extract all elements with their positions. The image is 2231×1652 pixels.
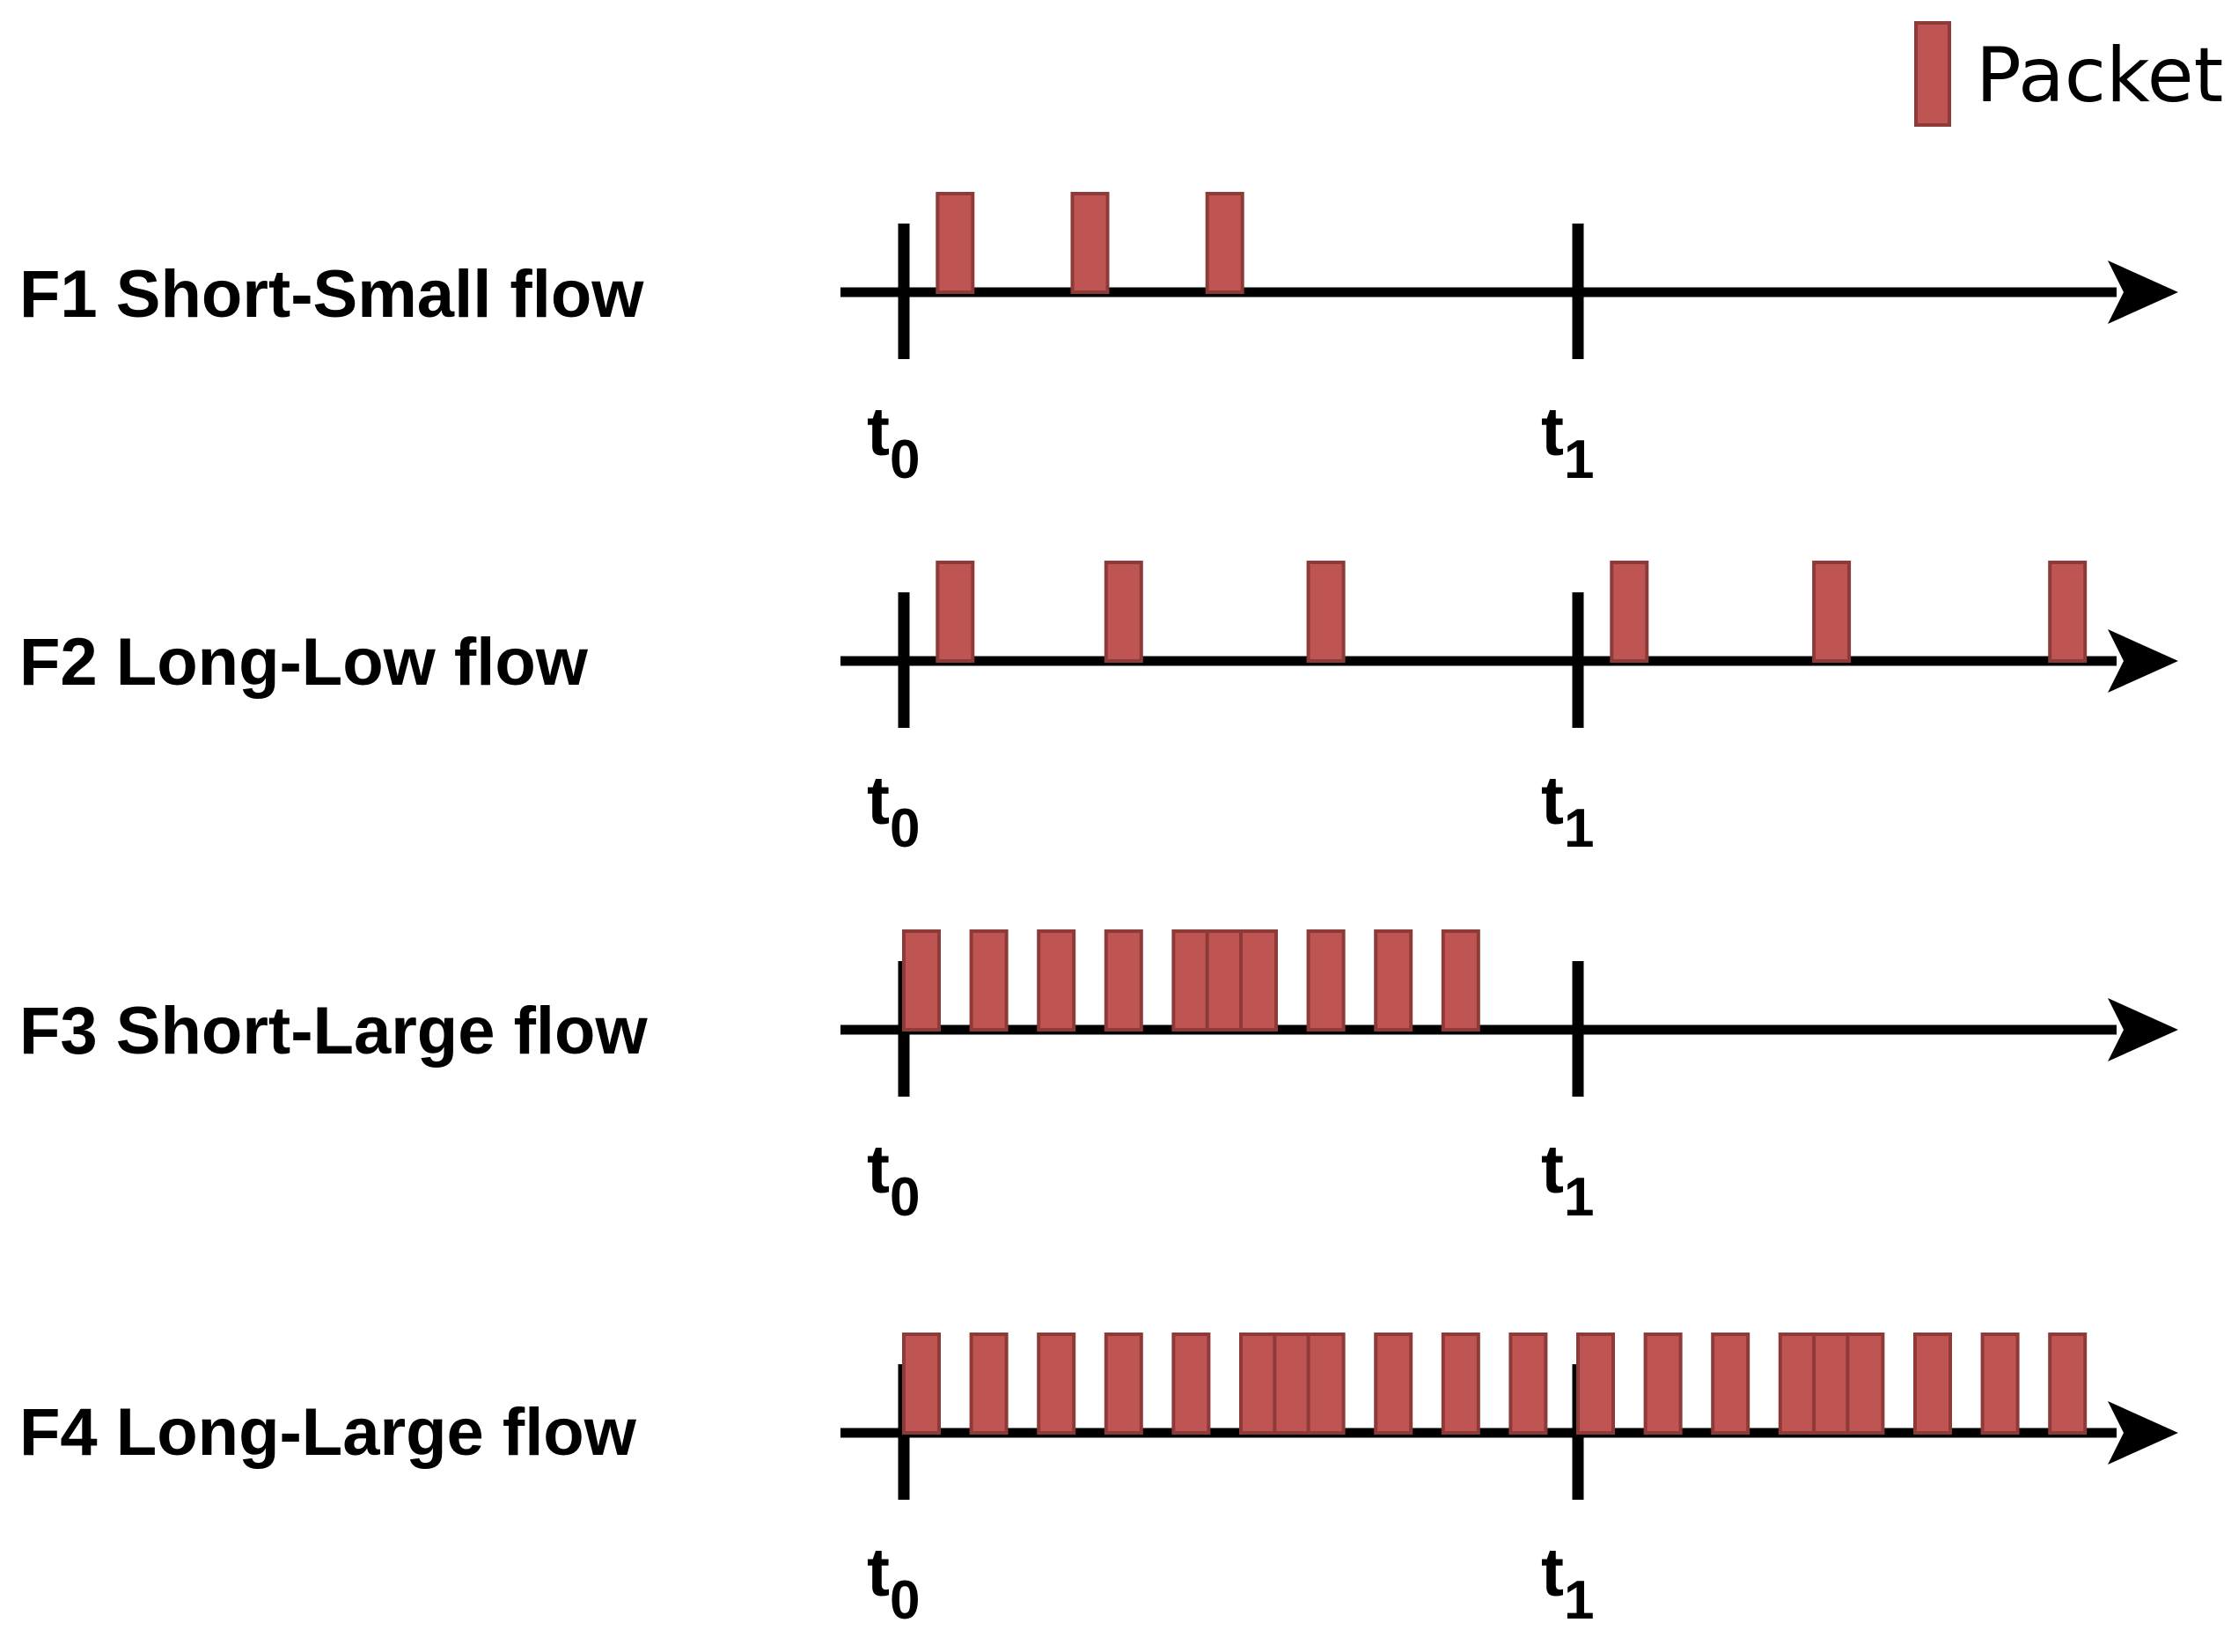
- packet-block: [1171, 929, 1211, 1032]
- packet-block: [969, 1333, 1009, 1435]
- time-tick-label: t0: [867, 393, 920, 490]
- packet-block: [969, 929, 1009, 1032]
- packet-block: [1239, 929, 1278, 1032]
- packet-block: [1171, 1333, 1211, 1435]
- flow-label: F2 Long-Low flow: [19, 625, 589, 700]
- packet-block: [1104, 561, 1143, 663]
- packet-block: [1070, 192, 1110, 294]
- time-axis-arrow: [2108, 998, 2178, 1061]
- packet-block: [2048, 1333, 2088, 1435]
- flow-timeline: t0 t1: [840, 561, 2178, 859]
- packet-block: [1205, 929, 1244, 1032]
- packet-block: [1374, 1333, 1413, 1435]
- time-tick-label: t1: [1541, 1130, 1594, 1228]
- packet-block: [936, 561, 975, 663]
- flow-label: F1 Short-Small flow: [19, 257, 644, 332]
- legend-packet-swatch: [1914, 21, 1951, 127]
- flow-timeline: t0 t1: [840, 929, 2178, 1228]
- packet-block: [1374, 929, 1413, 1032]
- packet-block: [936, 192, 975, 294]
- packet-block: [1273, 1333, 1312, 1435]
- time-tick-label: t0: [867, 761, 920, 859]
- flow-timeline: t0 t1: [840, 192, 2178, 490]
- flow-row-f4: F4 Long-Large flow t0 t1: [19, 1333, 2178, 1631]
- packet-block: [1205, 192, 1244, 294]
- packet-block: [1441, 929, 1480, 1032]
- packet-block: [1104, 929, 1143, 1032]
- time-axis-arrow: [2108, 629, 2178, 693]
- time-tick-label: t0: [867, 1130, 920, 1228]
- packet-block: [1239, 1333, 1278, 1435]
- packet-block: [1812, 561, 1852, 663]
- flow-row-f3: F3 Short-Large flow t0 t1: [19, 929, 2178, 1228]
- flow-label: F4 Long-Large flow: [19, 1395, 637, 1470]
- packet-block: [2048, 561, 2088, 663]
- packet-block: [1980, 1333, 2020, 1435]
- packet-block: [1643, 1333, 1683, 1435]
- packet-block: [1846, 1333, 1885, 1435]
- packet-block: [1610, 561, 1649, 663]
- packet-block: [1576, 1333, 1615, 1435]
- time-tick-label: t1: [1541, 761, 1594, 859]
- flow-row-f2: F2 Long-Low flow t0 t1: [19, 561, 2178, 859]
- packet-block: [1778, 1333, 1817, 1435]
- packet-block: [1037, 1333, 1076, 1435]
- flow-timeline: t0 t1: [840, 1333, 2178, 1631]
- packet-block: [902, 1333, 941, 1435]
- packet-block: [902, 929, 941, 1032]
- legend: Packet: [1914, 21, 2223, 127]
- packet-block: [1812, 1333, 1852, 1435]
- packet-block: [1913, 1333, 1952, 1435]
- time-axis-arrow: [2108, 1401, 2178, 1465]
- packet-block: [1306, 929, 1346, 1032]
- packet-block: [1711, 1333, 1750, 1435]
- time-axis-arrow: [2108, 261, 2178, 324]
- packet-block: [1104, 1333, 1143, 1435]
- packet-block: [1508, 1333, 1548, 1435]
- packet-block: [1306, 1333, 1346, 1435]
- packet-block: [1037, 929, 1076, 1032]
- time-tick-label: t1: [1541, 1533, 1594, 1631]
- flow-label: F3 Short-Large flow: [19, 994, 648, 1068]
- packet-block: [1306, 561, 1346, 663]
- flow-row-f1: F1 Short-Small flow t0 t1: [19, 192, 2178, 490]
- packet-block: [1441, 1333, 1480, 1435]
- legend-label: Packet: [1976, 32, 2223, 120]
- time-tick-label: t0: [867, 1533, 920, 1631]
- time-tick-label: t1: [1541, 393, 1594, 490]
